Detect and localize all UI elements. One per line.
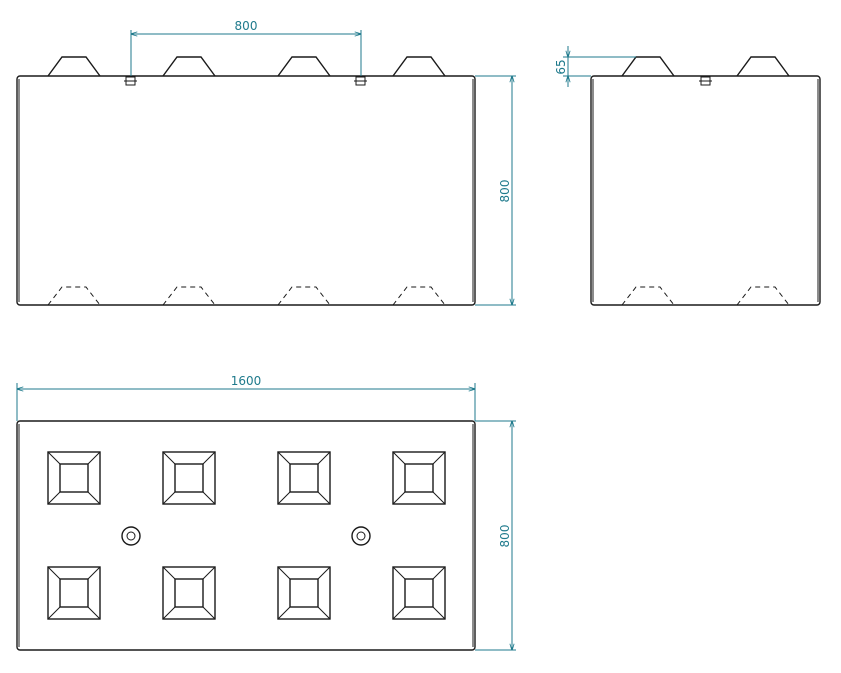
front-bottom-recess <box>47 286 101 306</box>
dimension-label: 800 <box>235 19 258 33</box>
dimension-front-height: 800 <box>475 76 516 305</box>
top-knob <box>47 566 101 620</box>
side-view-block <box>590 75 821 306</box>
side-bottom-recess <box>621 286 675 306</box>
top-lifting-anchor <box>351 526 371 546</box>
front-top-knob <box>47 56 101 77</box>
front-bottom-recess <box>162 286 216 306</box>
top-knob <box>162 566 216 620</box>
dimension-label: 1600 <box>231 374 262 388</box>
dimension-top-length: 1600 <box>17 374 475 421</box>
dimension-top-width: 800 <box>475 421 516 650</box>
top-lifting-anchor <box>121 526 141 546</box>
top-view: 1600 800 <box>16 374 516 651</box>
top-knob <box>277 451 331 505</box>
front-bottom-recess <box>277 286 331 306</box>
top-knob <box>47 451 101 505</box>
top-knob <box>277 566 331 620</box>
front-lifting-anchor <box>354 76 367 86</box>
front-view: 800 800 <box>16 19 516 306</box>
side-view: 65 <box>554 46 821 306</box>
dimension-front-knob-spacing: 800 <box>131 19 361 76</box>
dimension-side-knob-height: 65 <box>554 46 636 87</box>
side-bottom-recess <box>736 286 790 306</box>
side-lifting-anchor <box>699 76 712 86</box>
top-knob-grid <box>47 451 446 620</box>
front-lifting-anchor <box>124 76 137 86</box>
top-view-block <box>16 420 476 651</box>
dimension-label: 800 <box>498 180 512 203</box>
front-top-knob <box>277 56 331 77</box>
dimension-label: 800 <box>498 525 512 548</box>
top-knob <box>392 451 446 505</box>
front-top-knob <box>392 56 446 77</box>
front-view-block <box>16 75 476 306</box>
front-top-knob <box>162 56 216 77</box>
top-knob <box>162 451 216 505</box>
side-top-knob <box>621 56 675 77</box>
side-top-knob <box>736 56 790 77</box>
top-knob <box>392 566 446 620</box>
front-bottom-recess <box>392 286 446 306</box>
dimension-label: 65 <box>554 59 568 74</box>
